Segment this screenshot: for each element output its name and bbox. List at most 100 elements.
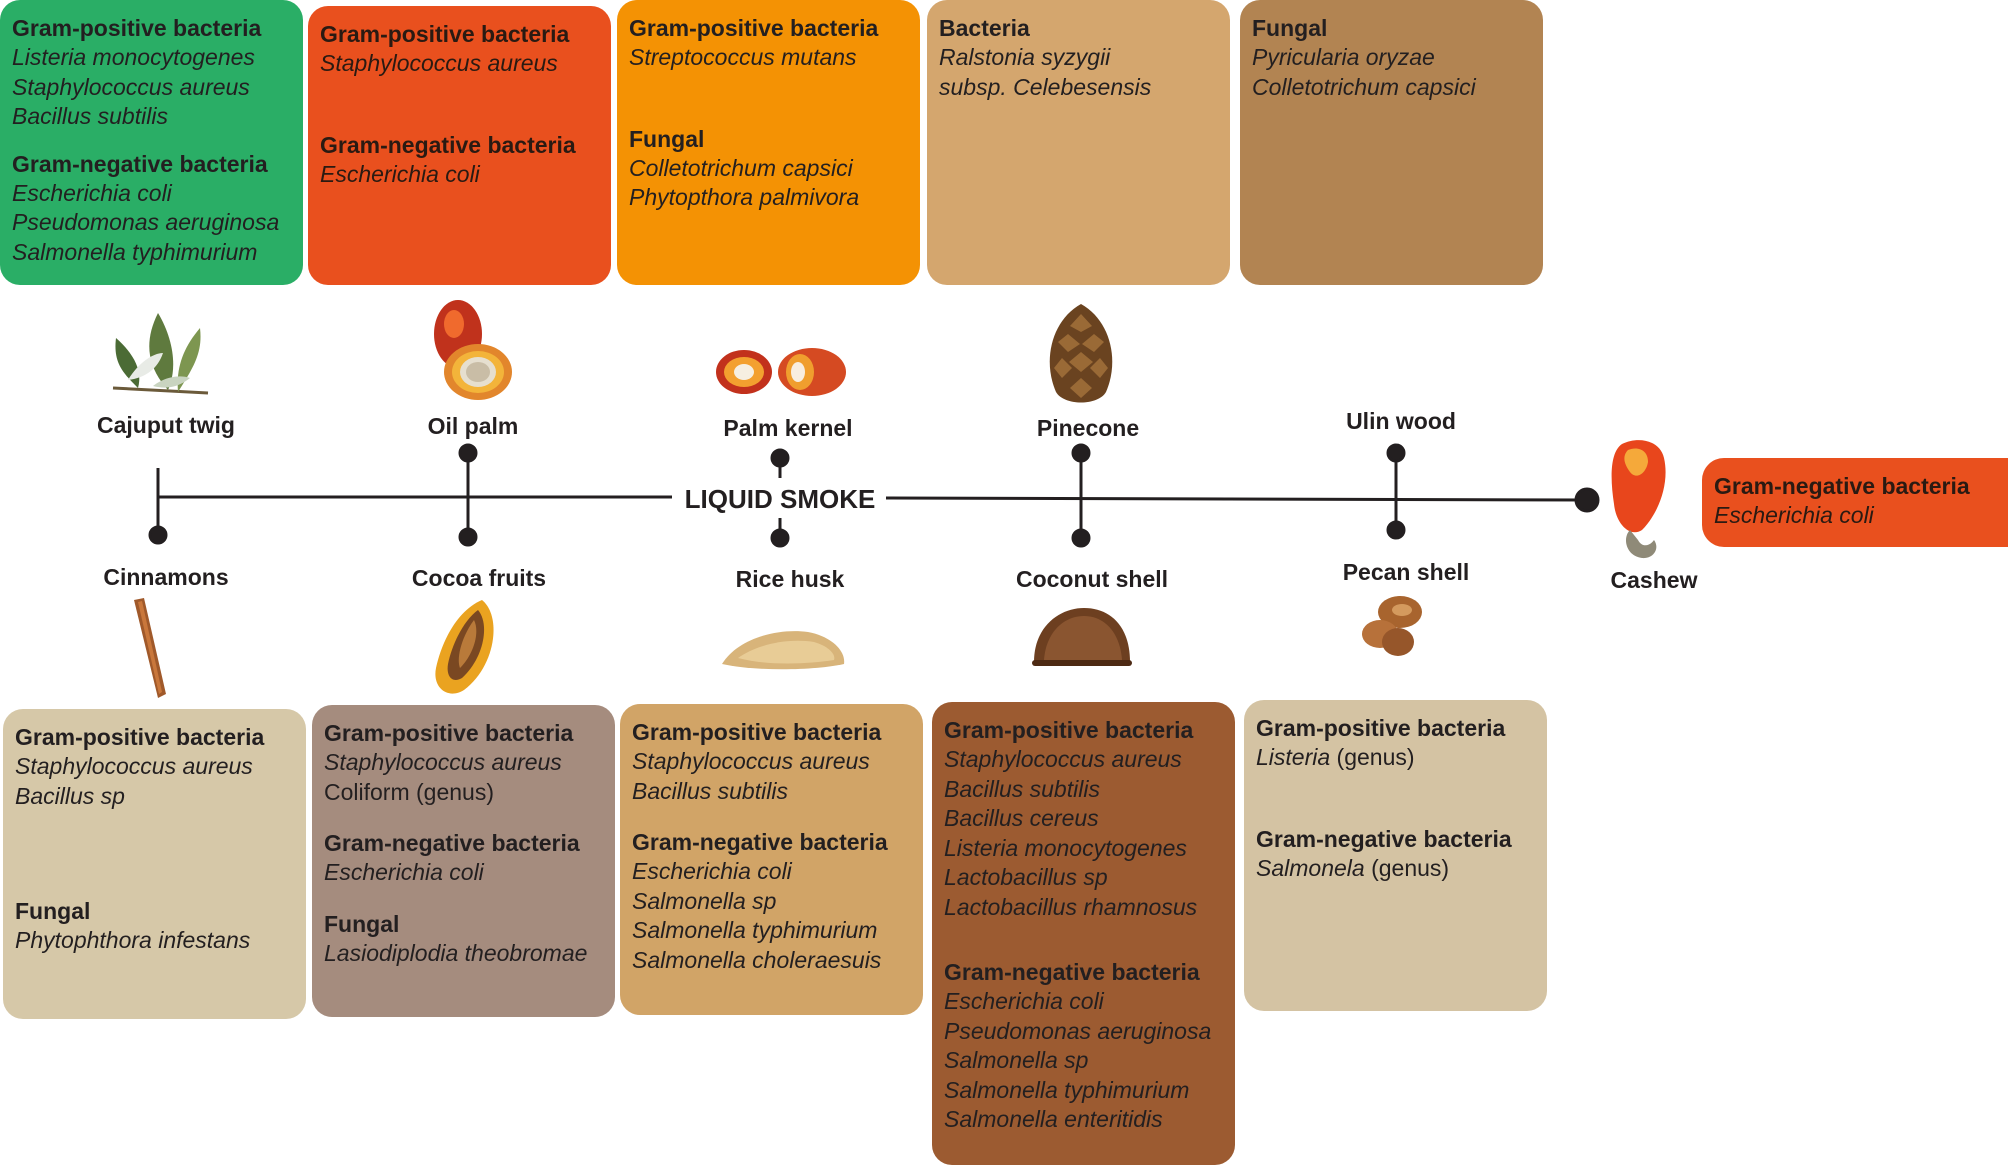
organism-name: Escherichia coli (1714, 502, 1874, 528)
source-label-pinecone: Pinecone (1036, 415, 1140, 441)
organism-name: Salmonella typhimurium (632, 917, 878, 943)
source-label-cocoa-fruits: Cocoa fruits (411, 565, 547, 591)
pathogen-category: Gram-positive bacteria (629, 15, 879, 41)
organism-name: Staphylococcus aureus (320, 50, 558, 76)
pathogen-category: Gram-positive bacteria (1256, 715, 1506, 741)
organism-name: Pseudomonas aeruginosa (12, 209, 280, 235)
source-label-pecan-shell: Pecan shell (1342, 559, 1470, 585)
source-label-cinnamons: Cinnamons (103, 564, 229, 590)
organism-name: Lasiodiplodia theobromae (324, 939, 588, 966)
organism-name: subsp. Celebesensis (939, 73, 1152, 100)
pathogen-category: Gram-positive bacteria (324, 720, 574, 746)
organism-name: Salmonella enteritidis (944, 1106, 1163, 1132)
organism-name: Colletotrichum capsici (1252, 73, 1476, 100)
organism-name: Escherichia coli (320, 160, 480, 187)
coconut-shell-icon (1032, 608, 1132, 666)
organism-name-part: (genus) (1364, 854, 1450, 881)
cajuput-twig-icon (112, 313, 209, 395)
oil-palm-fruit-icon (434, 300, 512, 400)
organism-name: Salmonella typhimurium (944, 1076, 1190, 1103)
pathogen-category: Fungal (629, 125, 705, 152)
organism-name: Listeria monocytogenes (944, 834, 1187, 861)
pathogen-category: Gram-negative bacteria (324, 830, 580, 856)
pathogen-category: Gram-negative bacteria (632, 829, 888, 855)
pecan-icon (1362, 596, 1422, 656)
organism-name: Listeria monocytogenes (12, 44, 255, 70)
organism-name: Salmonella typhimurium (12, 238, 258, 265)
palm-kernel-icon (716, 348, 846, 396)
source-label-palm-kernel: Palm kernel (723, 415, 853, 441)
organism-name: Staphylococcus aureus (632, 748, 870, 774)
organism-name: Lactobacillus rhamnosus (944, 893, 1198, 920)
pathogen-category: Fungal (1252, 15, 1328, 41)
timeline-end-dot (1574, 487, 1600, 513)
organism-name: Listeria (genus) (1256, 743, 1535, 773)
pathogen-category: Gram-positive bacteria (12, 15, 262, 41)
organism-name: Pyricularia oryzae (1252, 44, 1435, 70)
organism-name: Bacillus subtilis (12, 103, 168, 129)
pathogen-category: Gram-negative bacteria (12, 150, 268, 177)
organism-name: Staphylococcus aureus (944, 746, 1182, 772)
organism-name: Staphylococcus aureus (12, 73, 250, 100)
organism-name: Salmonela (genus) (1256, 854, 1535, 884)
pathogen-category: Gram-negative bacteria (1256, 825, 1512, 852)
source-label-ulin-wood: Ulin wood (1346, 408, 1456, 434)
organism-name: Salmonella choleraesuis (632, 946, 882, 973)
pinecone-icon (1049, 304, 1113, 403)
organism-name: Bacillus subtilis (944, 775, 1100, 802)
organism-name-part: Salmonela (1256, 854, 1365, 881)
source-label-coconut-shell: Coconut shell (1015, 566, 1169, 592)
timeline-line-right (885, 496, 1588, 502)
organism-name-part: (genus) (1330, 744, 1415, 770)
organism-name: Salmonella sp (944, 1047, 1089, 1073)
organism-name: Escherichia coli (12, 179, 172, 206)
pathogen-category: Gram-negative bacteria (944, 959, 1200, 985)
organism-name: Bacillus sp (15, 782, 125, 809)
pathogen-category: Gram-negative bacteria (1714, 473, 1970, 499)
organism-name: Staphylococcus aureus (324, 749, 562, 775)
pathogen-category: Gram-positive bacteria (944, 717, 1194, 743)
source-label-rice-husk: Rice husk (735, 566, 845, 592)
organism-name: Bacillus cereus (944, 805, 1099, 831)
pathogen-category: Gram-positive bacteria (320, 21, 570, 47)
organism-name: Ralstonia syzygii (939, 44, 1111, 70)
pathogen-category: Fungal (324, 910, 400, 937)
organism-name: Streptococcus mutans (629, 44, 857, 70)
pathogen-category: Gram-positive bacteria (632, 719, 882, 745)
organism-name-part: Listeria (1256, 744, 1331, 770)
cocoa-pod-icon (435, 600, 494, 694)
organism-name: Lactobacillus sp (944, 864, 1108, 890)
center-label: LIQUID SMOKE (684, 484, 876, 514)
source-label-cashew: Cashew (1610, 567, 1698, 593)
source-label-oil-palm: Oil palm (427, 413, 519, 439)
organism-name: Escherichia coli (632, 858, 792, 884)
